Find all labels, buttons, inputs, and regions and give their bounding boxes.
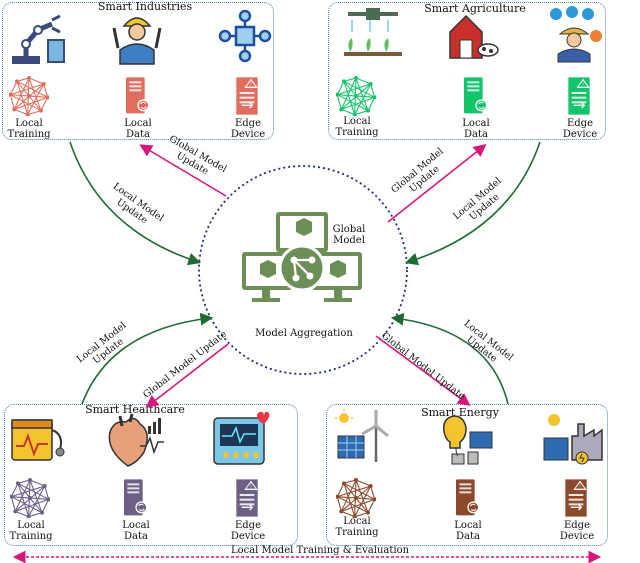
label-edge-device: Edge Device [230,520,266,542]
bottom-training-label: Local Model Training & Evaluation [230,545,410,556]
arrow-tl-global [139,144,227,197]
global-model-label: Global Model [332,224,366,246]
solar-wind-icon [335,409,389,462]
engineer-icon [112,17,162,65]
arrow-br-local [390,312,509,405]
arrow-tl-local [69,141,202,266]
label-local-data: Local Data [462,118,490,140]
panel-title-agriculture: Smart Agriculture [424,2,526,15]
label-local-training: Local Training [9,520,53,542]
label-local-training: Local Training [335,116,379,138]
label-edge-device: Edge Device [559,520,595,542]
label-local-data: Local Data [454,520,482,542]
panel-title-industries: Smart Industries [97,0,193,13]
farmer-sensors-icon [550,6,602,63]
heart-chart-icon [108,413,164,467]
power-plant-icon [543,414,603,465]
arrow-bl-local [81,312,214,405]
label-local-training: Local Training [7,118,51,140]
label-edge-device: Edge Device [230,118,266,140]
panel-smart-industries [2,2,274,140]
bulb-city-icon [442,415,493,465]
arrow-br-global [375,335,471,406]
ecg-calendar-icon [11,419,65,461]
farm-barn-icon [449,14,499,59]
edge-network-icon [218,9,272,63]
label-local-data: Local Data [124,118,152,140]
panel-smart-agriculture [328,2,606,140]
arrow-tr-local [404,141,541,266]
label-edge-device: Edge Device [562,118,598,140]
arrow-tr-global [387,144,487,223]
drone-irrigation-icon [344,8,402,56]
label-local-data: Local Data [122,520,150,542]
robot-arm-icon [12,14,65,64]
label-local-training: Local Training [335,516,379,538]
panel-title-healthcare: Smart Healthcare [85,403,185,416]
aggregation-circle [198,165,408,375]
heart-monitor-icon [213,411,270,465]
panel-title-energy: Smart Energy [421,406,499,419]
model-aggregation-caption: Model Aggregation [255,328,353,339]
global-model-aggregation-icon [242,212,362,302]
arrow-bl-global [145,343,229,408]
